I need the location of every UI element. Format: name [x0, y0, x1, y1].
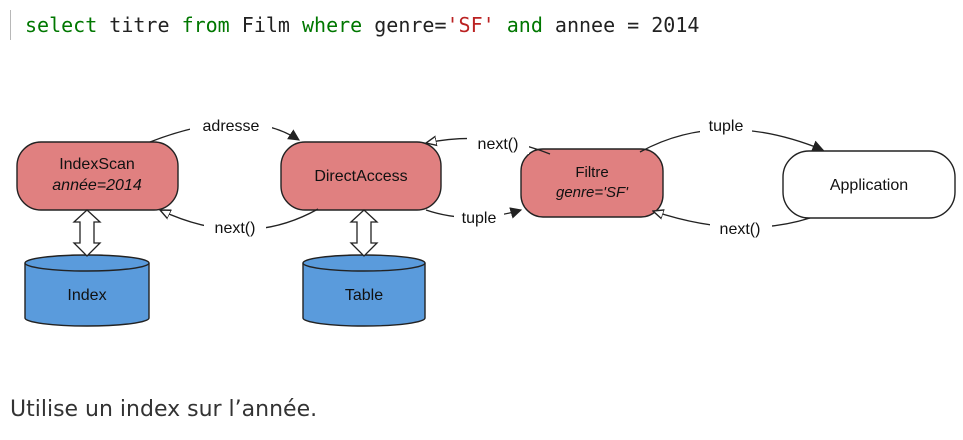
index-title: Index [67, 287, 106, 304]
indexscan-node: IndexScan année=2014 [16, 141, 179, 211]
string-sf: 'SF' [446, 13, 495, 37]
index-cylinder: Index [24, 254, 150, 327]
condition-annee: annee = 2014 [554, 13, 700, 37]
application-node: Application [782, 150, 956, 219]
table-access-double-arrow [349, 209, 379, 257]
keyword-select: select [25, 13, 98, 37]
label-next-2: next() [478, 136, 519, 153]
table-film: Film [241, 13, 290, 37]
indexscan-title: IndexScan [59, 156, 135, 173]
label-adresse: adresse [203, 118, 260, 135]
sql-query: select titre from Film where genre='SF' … [10, 10, 699, 40]
query-plan-diagram: IndexScan année=2014 DirectAccess Filtre… [16, 114, 956, 327]
label-tuple-2: tuple [709, 118, 744, 135]
filtre-condition: genre='SF' [556, 184, 629, 201]
filtre-title: Filtre [575, 164, 608, 181]
label-tuple-1: tuple [462, 210, 497, 227]
keyword-and: and [506, 13, 543, 37]
application-title: Application [830, 177, 908, 194]
column-titre: titre [109, 13, 170, 37]
condition-genre: genre= [374, 13, 447, 37]
directaccess-title: DirectAccess [314, 168, 407, 185]
filtre-node: Filtre genre='SF' [520, 148, 664, 218]
table-cylinder: Table [302, 254, 426, 327]
label-next-1: next() [215, 220, 256, 237]
directaccess-node: DirectAccess [280, 141, 442, 211]
index-access-double-arrow [72, 209, 102, 257]
keyword-where: where [302, 13, 363, 37]
indexscan-condition: année=2014 [52, 177, 142, 194]
label-next-3: next() [720, 221, 761, 238]
table-title: Table [345, 287, 383, 304]
caption-text: Utilise un index sur l’année. [10, 397, 318, 422]
keyword-from: from [181, 13, 230, 37]
